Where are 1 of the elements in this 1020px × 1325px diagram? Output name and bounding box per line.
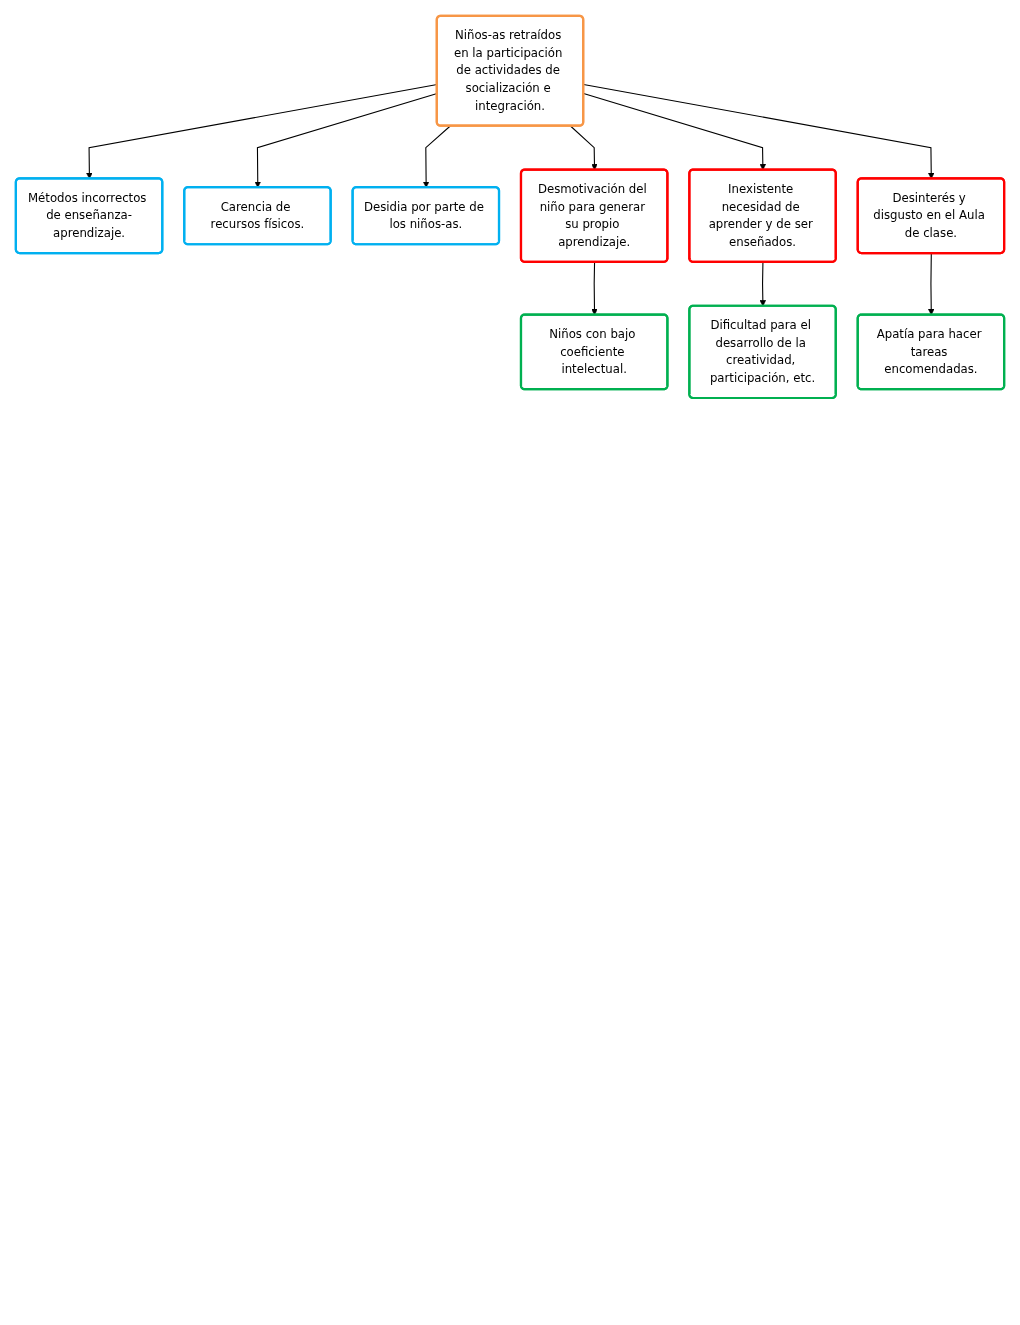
- arrow: [422, 125, 451, 188]
